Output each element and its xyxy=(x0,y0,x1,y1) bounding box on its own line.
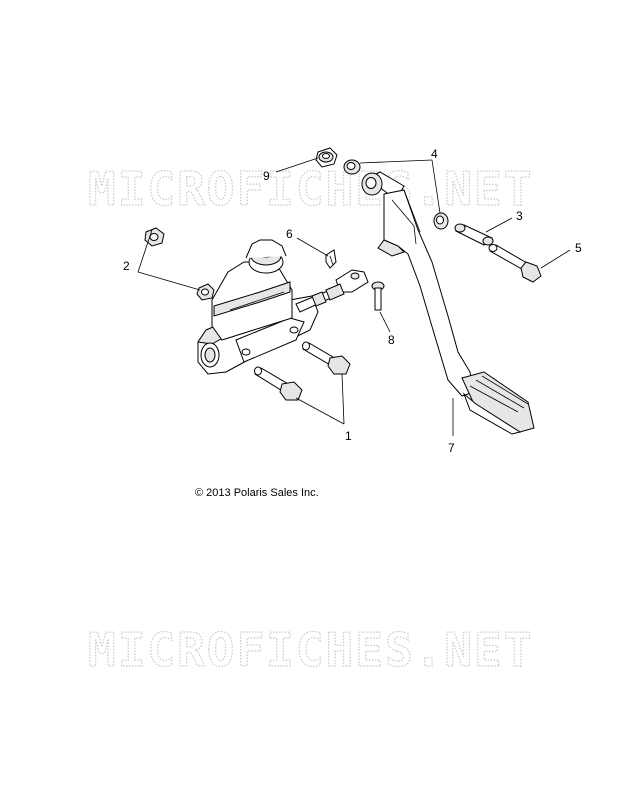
callout-3: 3 xyxy=(516,209,523,223)
callout-8: 8 xyxy=(388,333,395,347)
master-cylinder xyxy=(197,239,369,375)
leader-lines xyxy=(137,157,571,436)
part-7-brake-pedal xyxy=(361,171,535,435)
callout-6: 6 xyxy=(286,227,293,241)
part-2-nut-lower xyxy=(144,227,165,247)
part-3-spacer xyxy=(454,223,494,246)
callout-5: 5 xyxy=(575,241,582,255)
part-1-bolt-upper xyxy=(302,341,351,375)
part-4-bushing-right xyxy=(433,212,449,230)
part-8-pin xyxy=(371,281,385,311)
part-2-nut-upper xyxy=(196,283,215,301)
callout-1: 1 xyxy=(345,429,352,443)
callout-7: 7 xyxy=(448,441,455,455)
callout-4: 4 xyxy=(431,147,438,161)
callout-2: 2 xyxy=(123,259,130,273)
watermark-top: MICROFICHES.NET xyxy=(88,162,533,216)
part-4-bushing-left xyxy=(343,159,361,175)
copyright-notice: © 2013 Polaris Sales Inc. xyxy=(195,487,319,499)
part-9-nut xyxy=(315,147,338,168)
part-1-bolt-lower xyxy=(254,366,303,401)
part-5-bolt xyxy=(488,244,542,283)
watermark-bottom: MICROFICHES.NET xyxy=(88,623,533,677)
callout-9: 9 xyxy=(263,169,270,183)
part-6-clip xyxy=(325,249,337,269)
